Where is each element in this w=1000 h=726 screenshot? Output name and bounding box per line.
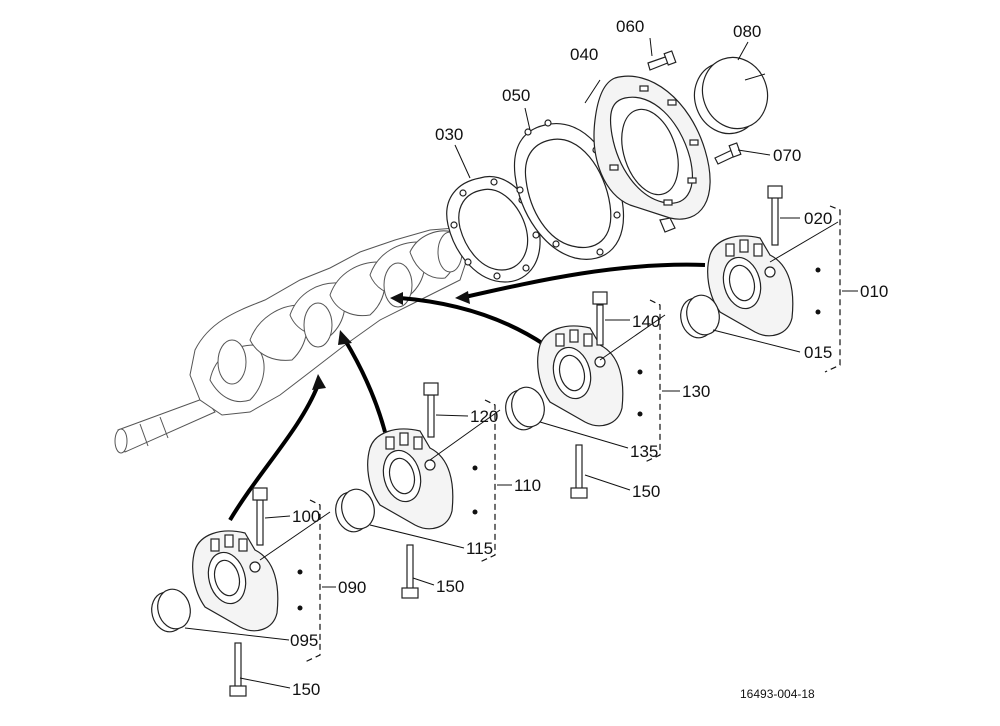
label-080: 080 [733, 22, 761, 41]
label-150-upper: 150 [632, 482, 660, 501]
label-110: 110 [514, 476, 541, 495]
label-050: 050 [502, 86, 530, 105]
label-140: 140 [632, 312, 660, 331]
main-bearing-holder-010 [707, 235, 794, 337]
bolt-070 [714, 142, 742, 165]
group-brackets [304, 205, 841, 663]
label-040: 040 [570, 45, 598, 64]
part-labels: 010 015 020 030 040 050 060 070 080 090 … [290, 17, 888, 699]
label-115: 115 [466, 539, 493, 558]
label-015: 015 [804, 343, 832, 362]
bolt-150-middle [401, 544, 419, 599]
main-bearing-holder-090 [192, 530, 279, 632]
leader-lines [184, 37, 839, 689]
bolt-120 [423, 382, 439, 438]
arrow-head-4 [455, 291, 470, 304]
bolt-060 [647, 50, 677, 71]
bolt-100 [252, 487, 268, 546]
oil-seal-080 [693, 56, 769, 135]
arrow-head-3 [390, 292, 403, 305]
bolt-150-lower [229, 642, 247, 697]
label-030: 030 [435, 125, 463, 144]
label-010: 010 [860, 282, 888, 301]
bolt-020 [767, 185, 783, 246]
bearing-115 [335, 488, 375, 533]
main-bearing-holder-110 [367, 428, 454, 530]
label-150-lower: 150 [292, 680, 320, 699]
label-095: 095 [290, 631, 318, 650]
arrow-head-2 [338, 330, 352, 345]
label-100: 100 [292, 507, 320, 526]
assembly-arrows [228, 262, 706, 522]
figure-number: 16493-004-18 [740, 687, 815, 701]
label-070: 070 [773, 146, 801, 165]
bearing-135 [505, 386, 545, 431]
gasket-030 [446, 175, 541, 283]
main-bearing-holder-130 [537, 325, 624, 427]
label-130: 130 [682, 382, 710, 401]
label-150-middle: 150 [436, 577, 464, 596]
label-090: 090 [338, 578, 366, 597]
seal-housing-040 [593, 75, 711, 233]
arrow-head-1 [312, 374, 326, 390]
label-060: 060 [616, 17, 644, 36]
bolt-140 [592, 291, 608, 346]
label-135: 135 [630, 442, 658, 461]
bolt-150-upper [570, 444, 588, 499]
label-120: 120 [470, 407, 498, 426]
crankshaft [114, 227, 471, 454]
label-020: 020 [804, 209, 832, 228]
reference-dots [297, 267, 821, 611]
bearing-015 [680, 294, 720, 339]
bearing-095 [151, 588, 191, 633]
